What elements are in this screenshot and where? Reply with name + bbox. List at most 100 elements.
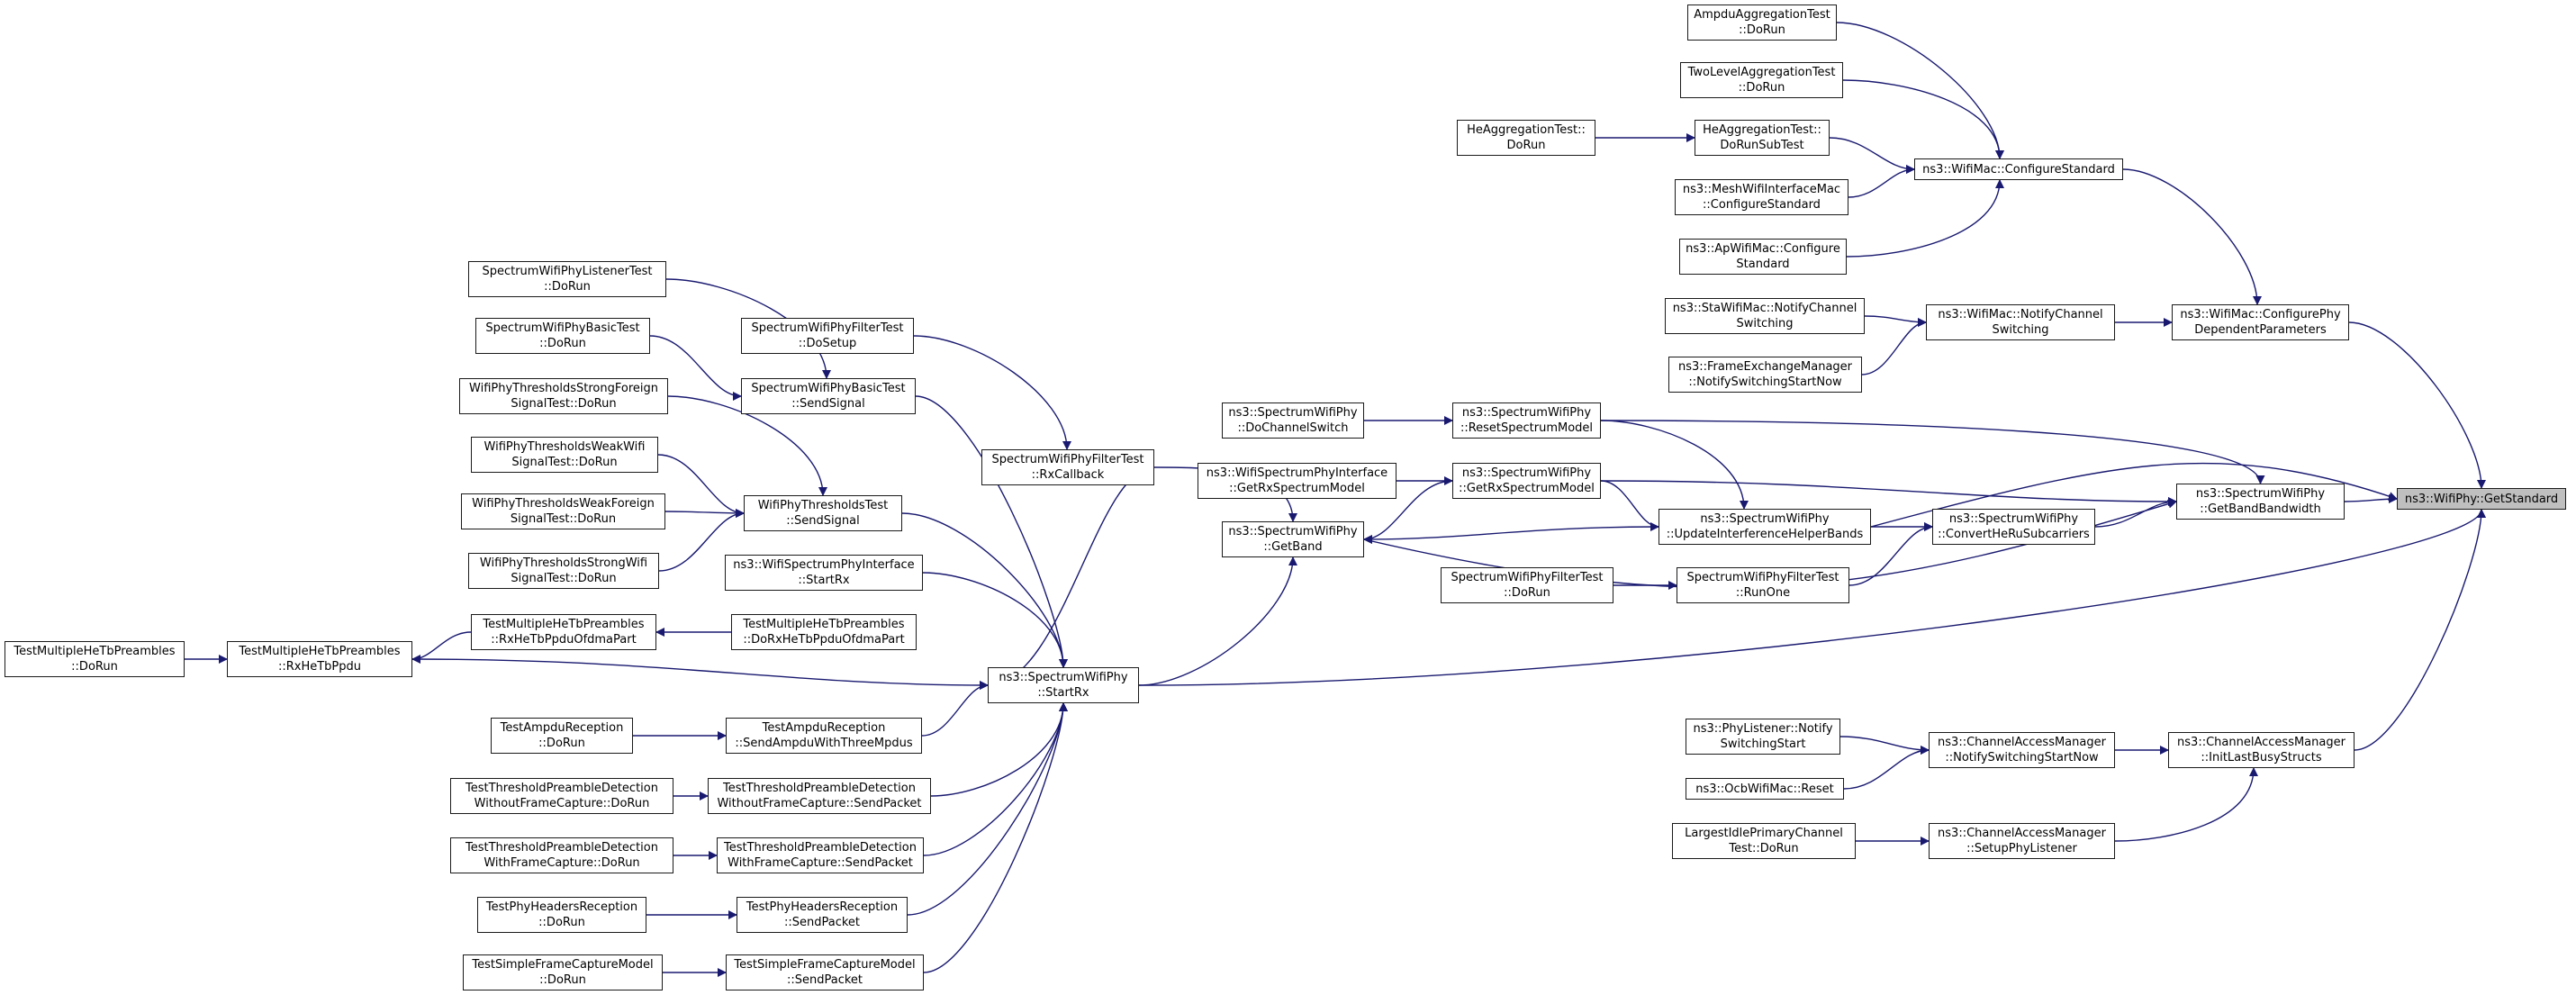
function-node-frameexch-notify[interactable]: ns3::FrameExchangeManager::NotifySwitchi… [1668, 357, 1862, 393]
function-node-listener-dorun[interactable]: SpectrumWifiPhyListenerTest::DoRun [468, 261, 666, 297]
function-name-line: ns3::ChannelAccessManager [1938, 827, 2106, 840]
function-name-line: ::StartRx [798, 574, 850, 587]
function-name-line: ns3::ChannelAccessManager [2177, 736, 2346, 749]
function-name-line: ::DoRun [544, 280, 591, 294]
function-name-line: ::GetBandBandwidth [2200, 502, 2321, 516]
call-edge-phylistener-notify-to-cam-notify [1839, 736, 1930, 755]
function-node-getbandwidth[interactable]: ns3::SpectrumWifiPhy::GetBandBandwidth [2176, 484, 2345, 520]
function-name-line: WithFrameCapture::SendPacket [728, 856, 913, 870]
call-edge-startrx-to-getstandard [1138, 509, 2486, 686]
function-name-line: ::NotifySwitchingStartNow [1688, 375, 1842, 389]
function-name-line: WithFrameCapture::DoRun [484, 856, 640, 870]
function-node-updateinterf[interactable]: ns3::SpectrumWifiPhy::UpdateInterference… [1659, 509, 1871, 545]
function-node-basic-dorun[interactable]: SpectrumWifiPhyBasicTest::DoRun [475, 318, 650, 354]
call-edge-heagg-dorunsub-to-configurestandard [1829, 137, 1915, 174]
function-name-line: ::DoSetup [798, 337, 857, 350]
function-node-sfc-send[interactable]: TestSimpleFrameCaptureModel::SendPacket [726, 954, 924, 990]
function-node-thresh-sendsignal[interactable]: WifiPhyThresholdsTest::SendSignal [744, 495, 902, 531]
call-edge-configurestandard-to-configurephy [2122, 168, 2262, 305]
function-node-multihe-rx[interactable]: TestMultipleHeTbPreambles::RxHeTbPpdu [227, 641, 412, 677]
function-node-iface-startrx[interactable]: ns3::WifiSpectrumPhyInterface::StartRx [725, 555, 923, 591]
function-node-cam-init[interactable]: ns3::ChannelAccessManager::InitLastBusyS… [2168, 732, 2355, 768]
call-edge-hdr-send-to-startrx [907, 702, 1068, 916]
function-node-phy-getrx[interactable]: ns3::SpectrumWifiPhy::GetRxSpectrumModel [1452, 463, 1601, 499]
function-node-sfc-dorun[interactable]: TestSimpleFrameCaptureModel::DoRun [463, 954, 663, 990]
function-name-line: ns3::WifiMac::ConfigureStandard [1922, 162, 2115, 176]
root-function-node[interactable]: ns3::WifiPhy::GetStandard [2397, 488, 2566, 510]
call-edge-resetspectrum-to-updateinterf [1600, 420, 1749, 510]
function-node-convertheru[interactable]: ns3::SpectrumWifiPhy::ConvertHeRuSubcarr… [1932, 509, 2095, 545]
function-name-line: SpectrumWifiPhyBasicTest [485, 321, 640, 335]
function-name-line: SpectrumWifiPhyListenerTest [482, 265, 653, 278]
function-node-twolevel-dorun[interactable]: TwoLevelAggregationTest::DoRun [1680, 62, 1843, 98]
function-name-line: ns3::WifiSpectrumPhyInterface [733, 558, 915, 572]
function-name-line: HeAggregationTest:: [1467, 123, 1586, 137]
function-node-cam-notify[interactable]: ns3::ChannelAccessManager::NotifySwitchi… [1929, 732, 2115, 768]
function-node-ampdurecv-send[interactable]: TestAmpduReception::SendAmpduWithThreeMp… [726, 718, 922, 754]
call-edge-weakwifi-to-thresh-sendsignal [657, 454, 745, 518]
call-edge-tpd-nocap-send-to-startrx [930, 702, 1068, 797]
function-name-line: ::DoRun [1504, 586, 1550, 600]
call-edge-basic-sendsignal-to-startrx [915, 395, 1068, 668]
function-name-line: ::ConfigureStandard [1703, 198, 1821, 212]
function-node-heagg-dorun[interactable]: HeAggregationTest::DoRun [1457, 120, 1595, 156]
function-node-cam-setup[interactable]: ns3::ChannelAccessManager::SetupPhyListe… [1929, 823, 2115, 859]
function-name-line: ns3::ChannelAccessManager [1938, 736, 2106, 749]
function-node-filter-runone[interactable]: SpectrumWifiPhyFilterTest::RunOne [1677, 567, 1849, 603]
function-node-ampdu-dorun[interactable]: AmpduAggregationTest::DoRun [1687, 5, 1837, 41]
function-name-line: DoRun [1506, 139, 1546, 152]
function-name-line: SignalTest::DoRun [511, 397, 617, 411]
function-name-line: DoRunSubTest [1720, 139, 1804, 152]
function-node-multihe-doofdma[interactable]: TestMultipleHeTbPreambles::DoRxHeTbPpduO… [731, 614, 917, 650]
function-node-ocb-reset[interactable]: ns3::OcbWifiMac::Reset [1686, 778, 1844, 800]
function-node-mesh-configure[interactable]: ns3::MeshWifiInterfaceMac::ConfigureStan… [1675, 179, 1848, 215]
function-name-line: TestSimpleFrameCaptureModel [472, 958, 654, 972]
function-node-hdr-dorun[interactable]: TestPhyHeadersReception::DoRun [477, 897, 646, 933]
function-node-dochannelswitch[interactable]: ns3::SpectrumWifiPhy::DoChannelSwitch [1222, 403, 1364, 439]
function-name-line: WifiPhyThresholdsStrongWifi [479, 556, 648, 570]
function-node-hdr-send[interactable]: TestPhyHeadersReception::SendPacket [737, 897, 908, 933]
function-node-multihe-dorun[interactable]: TestMultipleHeTbPreambles::DoRun [5, 641, 185, 677]
function-name-line: SpectrumWifiPhyFilterTest [1451, 571, 1604, 584]
function-node-rxcallback[interactable]: SpectrumWifiPhyFilterTest::RxCallback [981, 449, 1154, 485]
function-name-line: SpectrumWifiPhyFilterTest [1686, 571, 1839, 584]
function-name-line: TestMultipleHeTbPreambles [239, 645, 401, 658]
function-node-multihe-ofdma[interactable]: TestMultipleHeTbPreambles::RxHeTbPpduOfd… [471, 614, 656, 650]
function-name-line: Switching [1736, 317, 1794, 330]
function-node-getband[interactable]: ns3::SpectrumWifiPhy::GetBand [1222, 521, 1364, 557]
function-node-resetspectrum[interactable]: ns3::SpectrumWifiPhy::ResetSpectrumModel [1452, 403, 1601, 439]
function-name-line: SpectrumWifiPhyFilterTest [751, 321, 904, 335]
function-node-basic-sendsignal[interactable]: SpectrumWifiPhyBasicTest::SendSignal [741, 378, 916, 414]
function-node-filter-dorun[interactable]: SpectrumWifiPhyFilterTest::DoRun [1441, 567, 1613, 603]
function-name-line: ::InitLastBusyStructs [2201, 751, 2322, 764]
function-name-line: SpectrumWifiPhyFilterTest [991, 453, 1144, 466]
function-name-line: ns3::WifiMac::NotifyChannel [1938, 308, 2103, 321]
call-edge-basic-dorun-to-basic-sendsignal [649, 335, 742, 401]
function-node-configurestandard[interactable]: ns3::WifiMac::ConfigureStandard [1914, 158, 2123, 180]
call-edge-phy-getrx-to-updateinterf [1600, 480, 1659, 531]
function-node-filter-dosetup[interactable]: SpectrumWifiPhyFilterTest::DoSetup [741, 318, 914, 354]
function-node-ampdurecv-dorun[interactable]: TestAmpduReception::DoRun [491, 718, 633, 754]
function-node-iface-getrx[interactable]: ns3::WifiSpectrumPhyInterface::GetRxSpec… [1198, 463, 1396, 499]
function-node-startrx[interactable]: ns3::SpectrumWifiPhy::StartRx [988, 667, 1139, 703]
function-name-line: SignalTest::DoRun [511, 456, 618, 469]
function-name-line: TestThresholdPreambleDetection [465, 841, 658, 855]
function-name-line: DependentParameters [2194, 323, 2327, 337]
function-name-line: WithoutFrameCapture::DoRun [474, 797, 650, 810]
function-node-heagg-dorunsub[interactable]: HeAggregationTest::DoRunSubTest [1695, 120, 1830, 156]
function-name-line: TestMultipleHeTbPreambles [483, 618, 645, 631]
